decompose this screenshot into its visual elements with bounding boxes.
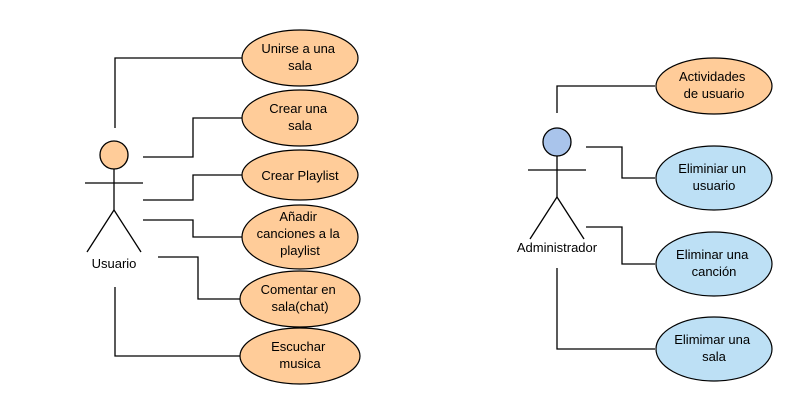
- svg-text:Añadir canciones a la: Añadir canciones a la playlist: [257, 209, 344, 258]
- use-case-line: musica: [279, 356, 321, 371]
- use-case-ellipse: [241, 89, 359, 147]
- use-case-line: sala: [702, 349, 727, 364]
- use-case-line: Elimimar una: [674, 332, 751, 347]
- use-case-line: sala(chat): [271, 299, 328, 314]
- svg-text:Eliminiar un usuario: Eliminiar un usuario: [678, 161, 750, 193]
- administrador-use-cases: Actividades de usuario Eliminiar un usua…: [655, 57, 773, 382]
- use-case-ellipse: [241, 29, 359, 87]
- connector-escuchar: [114, 287, 240, 357]
- use-case-line: sala: [288, 58, 313, 73]
- use-case-eliminar-cancion: Eliminar una canción: [655, 231, 773, 297]
- actor-administrador: Administrador: [517, 127, 598, 255]
- connector-eliminar-cancion: [586, 226, 655, 265]
- actor-usuario-leg-right: [113, 209, 142, 253]
- use-case-ellipse: [241, 149, 359, 201]
- use-case-line: usuario: [693, 178, 736, 193]
- connector-actividades: [556, 85, 655, 113]
- use-case-line: playlist: [280, 243, 320, 258]
- actor-administrador-head: [542, 127, 572, 157]
- svg-text:Actividades de usuario: Actividades de usuario: [679, 69, 749, 101]
- connector-crear-sala: [143, 117, 242, 158]
- actor-usuario-head: [99, 140, 129, 170]
- actor-usuario-leg-left: [86, 209, 115, 253]
- use-case-line: Unirse a una: [261, 41, 335, 56]
- use-case-ellipse: [655, 231, 773, 297]
- use-case-line: Comentar en: [261, 282, 336, 297]
- connector-crear-playlist: [143, 174, 242, 201]
- use-case-line: Actividades: [679, 69, 746, 84]
- svg-text:Eliminar una canción: Eliminar una canción: [676, 247, 752, 279]
- use-case-eliminar-sala: Elimimar una sala: [655, 316, 773, 382]
- use-case-ellipse: [655, 57, 773, 115]
- connector-anadir: [143, 219, 242, 238]
- use-case-line: sala: [288, 118, 313, 133]
- svg-text:Escuchar musica: Escuchar musica: [271, 339, 329, 371]
- use-case-eliminar-usuario: Eliminiar un usuario: [655, 145, 773, 211]
- use-case-line: Eliminar una: [676, 247, 749, 262]
- use-case-ellipse: [241, 204, 359, 270]
- use-case-ellipse: [239, 270, 361, 328]
- use-case-crear-playlist: Crear Playlist: [241, 149, 359, 201]
- actor-administrador-leg-right: [556, 196, 585, 240]
- use-case-crear-sala: Crear una sala: [241, 89, 359, 147]
- svg-text:Crear una sala: Crear una sala: [269, 101, 330, 133]
- connector-unirse: [114, 57, 242, 128]
- actor-administrador-leg-left: [529, 196, 558, 240]
- use-case-line: canciones a la: [257, 226, 341, 241]
- actor-administrador-label: Administrador: [517, 240, 598, 255]
- usuario-use-cases: Unirse a una sala Crear una sala Crear P…: [239, 29, 361, 385]
- use-case-unirse-sala: Unirse a una sala: [241, 29, 359, 87]
- actor-usuario: Usuario: [85, 140, 143, 271]
- connector-comentar: [158, 256, 240, 300]
- svg-text:Comentar en sala(chat): Comentar en sala(chat): [261, 282, 340, 314]
- use-case-comentar-sala: Comentar en sala(chat): [239, 270, 361, 328]
- svg-text:Crear Playlist: Crear Playlist: [261, 168, 339, 183]
- connector-eliminar-usuario: [586, 146, 655, 179]
- actor-usuario-label: Usuario: [92, 256, 137, 271]
- connector-eliminar-sala: [556, 268, 655, 350]
- use-case-ellipse: [655, 316, 773, 382]
- use-case-line: canción: [692, 264, 737, 279]
- use-case-line: Añadir: [279, 209, 317, 224]
- use-case-line: Crear Playlist: [261, 168, 339, 183]
- use-case-line: Crear una: [269, 101, 328, 116]
- use-case-escuchar-musica: Escuchar musica: [239, 327, 361, 385]
- use-case-ellipse: [239, 327, 361, 385]
- svg-text:Elimimar una sala: Elimimar una sala: [674, 332, 753, 364]
- use-case-actividades-usuario: Actividades de usuario: [655, 57, 773, 115]
- use-case-anadir-canciones: Añadir canciones a la playlist: [241, 204, 359, 270]
- usuario-connectors: [114, 57, 242, 357]
- use-case-line: Eliminiar un: [678, 161, 746, 176]
- svg-text:Unirse a una sala: Unirse a una sala: [261, 41, 338, 73]
- use-case-line: Escuchar: [271, 339, 326, 354]
- use-case-line: de usuario: [684, 86, 745, 101]
- use-case-ellipse: [655, 145, 773, 211]
- administrador-connectors: [556, 85, 655, 350]
